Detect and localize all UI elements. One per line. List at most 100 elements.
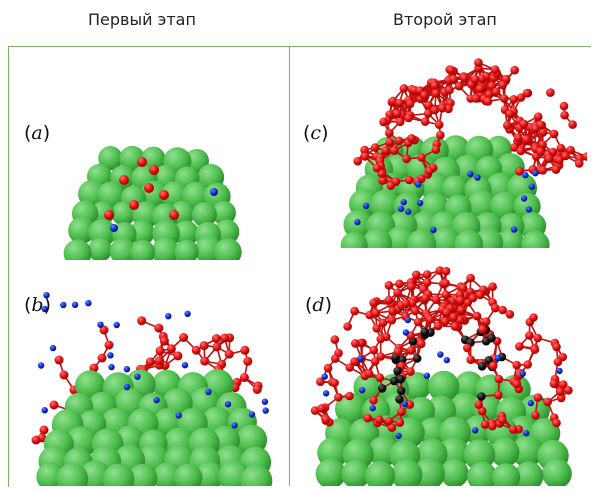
hydrogen-atom xyxy=(261,398,269,405)
carbon-atom xyxy=(243,356,253,366)
carbon-atom xyxy=(387,423,397,432)
carbon-atom xyxy=(509,95,519,104)
carbon-atom xyxy=(49,400,59,410)
carbon-atom xyxy=(494,374,504,384)
carbon-atom xyxy=(494,390,503,400)
carbon-atom xyxy=(430,81,440,90)
carbon-atom xyxy=(413,317,423,327)
hydrogen-atom xyxy=(556,367,563,375)
carbon-atom xyxy=(477,406,487,416)
substrate-atom xyxy=(315,458,346,486)
carbon-atom xyxy=(388,96,398,106)
hydrogen-atom xyxy=(494,355,502,362)
carbon-atom xyxy=(420,327,429,337)
carbon-atom xyxy=(566,145,575,155)
hydrogen-atom xyxy=(402,329,410,336)
carbon-atom xyxy=(530,345,540,354)
substrate-atom xyxy=(362,228,393,248)
carbon-atom xyxy=(441,290,451,299)
carbon-atom xyxy=(376,334,385,344)
substrate-atom xyxy=(490,437,520,467)
carbon-atom xyxy=(154,356,164,366)
hydrogen-atom xyxy=(397,205,405,212)
carbon-atom xyxy=(442,308,452,317)
carbon-atom xyxy=(491,87,501,96)
carbon-atom xyxy=(552,342,561,352)
figure-frame xyxy=(8,46,591,487)
carbon-atom xyxy=(519,119,529,129)
carbon-atom xyxy=(393,109,402,118)
carbon-atom xyxy=(384,416,394,426)
carbon-atom xyxy=(406,346,416,355)
carbon-atom xyxy=(531,411,540,420)
carbon-atom xyxy=(405,99,415,109)
carbon-atom xyxy=(498,415,507,425)
carbon-atom xyxy=(470,75,480,84)
carbon-atom xyxy=(407,282,416,291)
carbon-atom xyxy=(416,339,426,349)
hydrogen-atom xyxy=(474,174,481,181)
carbon-atom xyxy=(399,84,409,93)
hydrogen-atom xyxy=(522,171,529,179)
hydrogen-atom xyxy=(43,292,50,299)
carbon-atom xyxy=(394,136,404,146)
hydrogen-atom xyxy=(357,355,364,362)
carbon-atom xyxy=(475,290,485,300)
carbon-atom xyxy=(388,306,397,316)
substrate-atom xyxy=(128,463,158,486)
hydrogen-atom xyxy=(437,351,444,358)
carbon-atom xyxy=(533,393,543,402)
carbon-atom xyxy=(97,353,107,363)
substrate-atom xyxy=(109,238,137,260)
carbon-atom xyxy=(378,318,388,328)
carbon-atom xyxy=(505,310,515,319)
carbon-atom xyxy=(450,322,460,331)
hydrogen-atom xyxy=(362,202,370,209)
carbon-atom xyxy=(463,343,472,353)
carbon-atom xyxy=(137,316,147,326)
carbon-atom xyxy=(408,298,417,308)
carbon-atom xyxy=(59,370,69,380)
panel-d: (d) xyxy=(295,260,587,486)
carbon-atom xyxy=(536,120,546,130)
substrate-atom xyxy=(497,228,524,248)
substrate-atom xyxy=(406,229,437,248)
hydrogen-atom xyxy=(123,366,131,373)
carbon-atom xyxy=(404,175,414,185)
panel-a: (a) xyxy=(14,110,284,260)
substrate-atom xyxy=(195,461,224,486)
hydrogen-atom xyxy=(71,301,79,308)
hydrogen-atom xyxy=(359,387,366,394)
carbon-atom xyxy=(159,336,169,346)
carbon-atom xyxy=(420,117,430,126)
carbon-atom xyxy=(458,283,468,293)
substrate-atom xyxy=(102,463,135,486)
substrate-atom xyxy=(173,220,199,246)
carbon-atom xyxy=(503,121,512,130)
carbon-atom xyxy=(466,273,475,283)
carbon-atom xyxy=(488,421,497,431)
panel-c-label: (c) xyxy=(303,122,329,144)
hydrogen-atom xyxy=(467,170,474,178)
carbon-atom xyxy=(456,296,465,305)
hydrogen-atom xyxy=(97,321,104,328)
carbon-atom xyxy=(422,270,432,279)
carbon-atom xyxy=(433,321,443,331)
panel-c: (c) xyxy=(295,52,587,248)
carbon-atom xyxy=(191,345,201,355)
hydrogen-atom xyxy=(134,373,141,380)
carbon-atom xyxy=(353,156,362,166)
carbon-atom xyxy=(379,117,388,127)
carbon-atom xyxy=(252,385,262,394)
carbon-atom xyxy=(31,435,41,445)
carbon-atom xyxy=(119,175,129,185)
carbon-atom xyxy=(472,311,482,321)
substrate-atom xyxy=(441,175,469,202)
carbon-atom xyxy=(89,363,99,373)
carbon-atom xyxy=(449,74,458,84)
carbon-atom xyxy=(345,391,354,401)
substrate-atom xyxy=(454,230,484,248)
carbon-atom xyxy=(393,347,403,356)
carbon-atom xyxy=(431,145,441,154)
carbon-atom xyxy=(471,94,481,103)
